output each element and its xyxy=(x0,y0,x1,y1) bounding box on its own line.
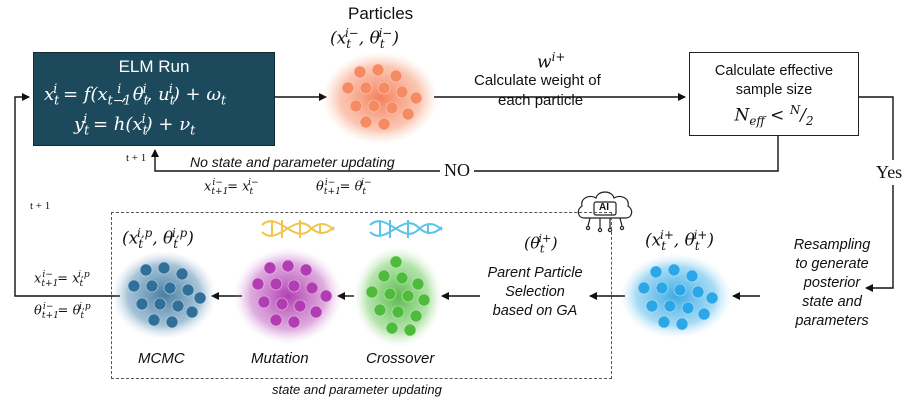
t-plus-1-inner: t + 1 xyxy=(126,152,147,164)
yes-label: Yes xyxy=(874,160,905,185)
mutation-label: Mutation xyxy=(251,350,309,367)
weight-symbol: wi+ xyxy=(537,50,566,73)
ess-box: Calculate effective sample size Neff < N… xyxy=(689,52,859,136)
elm-observation-equation: yti = h(xti) + νt xyxy=(74,111,196,138)
particles-cloud-orange xyxy=(322,52,438,144)
update-x: xt+1i− = xti,p xyxy=(34,270,90,289)
dna-helix-icon xyxy=(261,220,335,238)
elm-run-title: ELM Run xyxy=(118,57,190,76)
ess-line1: Calculate effective xyxy=(714,63,834,79)
particles-cloud-purple xyxy=(234,248,342,344)
ga-line: Parent Particle xyxy=(487,265,583,281)
resampling-line: posterior xyxy=(803,275,861,291)
no-update-theta: θt+1i− = θti− xyxy=(316,178,372,197)
ai-text: AI xyxy=(599,202,609,213)
ess-condition: Neff < N/2 xyxy=(734,103,814,129)
elm-state-equation: xti = f(xt−1i, θti, uti) + ωt xyxy=(44,81,227,108)
ga-line: Selection xyxy=(505,284,565,300)
ga-updating-region xyxy=(111,212,612,379)
particles-cloud-green xyxy=(354,247,442,347)
crossover-label: Crossover xyxy=(366,350,435,367)
ai-brain-cloud-icon xyxy=(577,191,633,233)
particles-vars: (xti−, θti−) xyxy=(330,26,400,52)
resampling-line: to generate xyxy=(795,256,869,272)
ga-selection-text: Parent Particle Selection based on GA xyxy=(476,264,594,321)
no-label: NO xyxy=(440,160,474,181)
child-vars: (xti,p, θti,p) xyxy=(122,226,194,252)
resampling-text: Resampling to generate posterior state a… xyxy=(762,236,902,331)
no-update-label: No state and parameter updating xyxy=(190,154,395,170)
dna-helix-icon xyxy=(369,220,443,238)
ga-line: based on GA xyxy=(492,303,578,319)
weight-line2: each particle xyxy=(498,92,584,109)
resampling-line: Resampling xyxy=(793,237,871,253)
footer-label: state and parameter updating xyxy=(272,382,442,397)
ga-theta: (θti+) xyxy=(524,232,558,256)
elm-run-box: ELM Run xti = f(xt−1i, θti, uti) + ωt yt… xyxy=(33,52,275,146)
arrow-outer-loop xyxy=(14,93,120,297)
mcmc-label: MCMC xyxy=(138,350,185,367)
particles-cloud-mcmc xyxy=(112,251,216,339)
resampling-line: state and xyxy=(802,294,862,310)
arrow-yes-path xyxy=(859,96,894,292)
resampling-line: parameters xyxy=(795,313,869,329)
particles-cloud-blue xyxy=(620,254,732,338)
update-theta: θt+1i− = θti,p xyxy=(34,302,91,321)
ess-line2: sample size xyxy=(735,82,813,98)
particles-title: Particles xyxy=(348,4,414,23)
no-update-x: xt+1i− = xti− xyxy=(204,178,259,197)
weight-line1: Calculate weight of xyxy=(474,72,601,89)
posterior-vars: (xti+, θti+) xyxy=(645,228,715,254)
t-plus-1-outer: t + 1 xyxy=(30,200,51,212)
